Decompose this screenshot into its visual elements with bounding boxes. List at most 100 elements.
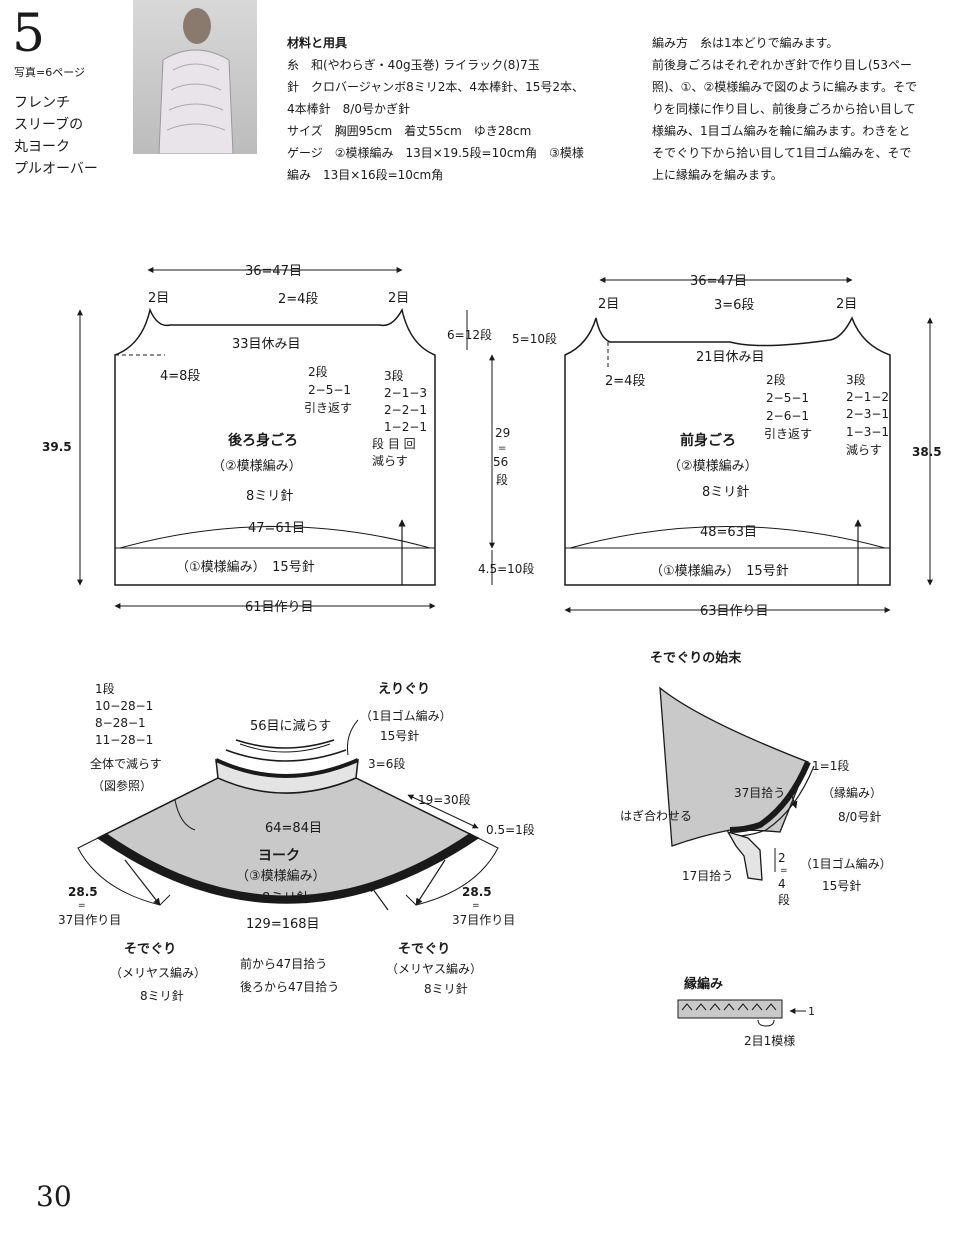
edge-stitch-chart — [677, 999, 806, 1027]
back-body-outline — [114, 307, 436, 586]
front-armhole-height: 5=10段 — [512, 331, 557, 346]
back-armhole-row: 1−2−1 — [384, 420, 427, 434]
front-shoulder-drop: 2=4段 — [605, 374, 645, 389]
right-sleeve-width: = — [472, 901, 480, 911]
armhole-rib-height: 段 — [778, 892, 790, 907]
title-line: スリーブの — [14, 117, 84, 133]
back-armhole-row: 3段 — [384, 368, 404, 383]
left-sleeve-needle: 8ミリ針 — [140, 988, 184, 1003]
back-corner-right: 2目 — [388, 291, 409, 306]
edge-stitch-title: 縁編み — [684, 976, 723, 992]
yoke-decrease-row: 全体で減らす — [90, 756, 162, 771]
pattern-title: フレンチ スリーブの 丸ヨーク プルオーバー — [14, 92, 98, 180]
front-neck-depth: 3=6段 — [714, 298, 754, 313]
yoke-diagram — [77, 719, 499, 911]
yoke-name: ヨーク — [258, 848, 300, 864]
back-cast-on: 61目作り目 — [245, 600, 314, 615]
back-armhole-height: 6=12段 — [447, 327, 492, 342]
right-sleeve-width: 28.5 — [462, 885, 492, 899]
yoke-decrease-row: 11−28−1 — [95, 733, 153, 747]
yoke-height: 19=30段 — [418, 792, 471, 807]
method-line: りを同様に作り目し、前後身ごろから拾い目して — [652, 102, 916, 116]
edge-stitch-row: 1 — [808, 1005, 815, 1018]
front-armhole-row: 1−3−1 — [846, 425, 889, 439]
front-body-diagram — [564, 277, 933, 613]
back-body-width: 47=61目 — [248, 521, 305, 536]
armhole-finish-diagram — [659, 686, 815, 881]
body-height-part: = — [498, 443, 506, 454]
armhole-rib-pattern: （1目ゴム編み） — [800, 856, 892, 871]
yoke-decrease-row: 1段 — [95, 681, 115, 696]
front-body-pattern: （②模様編み） — [668, 458, 758, 474]
front-shoulder-row: 2段 — [766, 372, 786, 387]
front-armhole-row: 3段 — [846, 372, 866, 387]
back-top-width: 36=47目 — [245, 264, 302, 279]
pattern-number: 5 — [12, 4, 46, 64]
yoke-decrease-row: （図参照） — [92, 778, 152, 793]
front-cast-on: 63目作り目 — [700, 604, 769, 619]
yoke-top-count: 64=84目 — [265, 821, 322, 836]
front-body-needle: 8ミリ針 — [702, 485, 749, 500]
armhole-title: そでぐりの始末 — [650, 650, 742, 666]
pick-back: 後ろから47目拾う — [240, 979, 339, 994]
front-corner-right: 2目 — [836, 297, 857, 312]
front-body-name: 前身ごろ — [680, 432, 736, 449]
back-neck-rest: 33目休み目 — [232, 337, 301, 352]
front-corner-left: 2目 — [598, 297, 619, 312]
method-line: 上に縁編みを編みます。 — [652, 168, 783, 182]
armhole-rib-height: 2 — [778, 851, 786, 865]
armhole-rib-height: = — [780, 866, 788, 876]
back-body-needle: 8ミリ針 — [246, 489, 293, 504]
front-shoulder-row: 2−6−1 — [766, 409, 809, 423]
right-sleeve-pattern: （メリヤス編み） — [386, 961, 482, 976]
back-total-height: 39.5 — [42, 440, 72, 454]
title-line: 丸ヨーク — [14, 139, 70, 155]
back-armhole-row: 2−1−3 — [384, 386, 427, 400]
back-corner-left: 2目 — [148, 291, 169, 306]
materials-line: 4本棒針 8/0号かぎ針 — [287, 102, 410, 116]
right-sleeve-title: そでぐり — [398, 942, 450, 957]
armhole-pick-top: 37目拾う — [734, 785, 785, 800]
materials-line: ゲージ ②模様編み 13目×19.5段=10cm角 ③模様 — [287, 146, 584, 160]
materials-block: 材料と用具 糸 和(やわらぎ・40g玉巻) ライラック(8)7玉 針 クロバージ… — [287, 32, 584, 186]
neckband-height: 3=6段 — [368, 756, 405, 771]
yoke-pattern: （③模様編み） — [236, 868, 326, 884]
materials-line: 編み 13目×16段=10cm角 — [287, 168, 444, 182]
front-rib-label: （①模様編み） 15号針 — [650, 563, 789, 579]
neckband-pattern: （1目ゴム編み） — [360, 708, 452, 723]
armhole-edge-needle: 8/0号針 — [838, 809, 881, 824]
body-height-part: 29 — [495, 426, 510, 440]
back-body-diagram — [77, 267, 436, 609]
method-line: 様編み、1目ゴム編みを輪に編みます。わきをと — [652, 124, 911, 138]
right-sleeve-needle: 8ミリ針 — [424, 981, 468, 996]
back-body-name: 後ろ身ごろ — [228, 432, 298, 449]
photo-reference: 写真=6ページ — [14, 66, 85, 79]
method-line: そでぐり下から拾い目して1目ゴム編みを、そで — [652, 146, 912, 160]
front-body-outline — [564, 316, 891, 586]
method-block: 編み方 糸は1本どりで編みます。 前後身ごろはそれぞれかぎ針で作り目し(53ペー… — [652, 32, 917, 186]
left-sleeve-title: そでぐり — [124, 942, 176, 957]
front-top-width: 36=47目 — [690, 274, 747, 289]
armhole-rib-height: 4 — [778, 877, 786, 891]
yoke-edge-rows: 0.5=1段 — [486, 822, 535, 837]
back-shoulder-row: 2−5−1 — [308, 383, 351, 397]
body-height-part: 56 — [493, 455, 508, 469]
left-sleeve-width: = — [78, 901, 86, 911]
front-shoulder-row: 引き返す — [764, 427, 812, 441]
back-armhole-row: 減らす — [372, 453, 408, 468]
pick-front: 前から47目拾う — [240, 956, 327, 971]
yoke-decrease-row: 10−28−1 — [95, 699, 153, 713]
rib-height: 4.5=10段 — [478, 561, 534, 576]
yoke-needle: 8ミリ針 — [262, 891, 309, 906]
left-sleeve-width: 37目作り目 — [58, 913, 121, 927]
right-sleeve-width: 37目作り目 — [452, 913, 515, 927]
back-armhole-row: 2−2−1 — [384, 403, 427, 417]
model-photo — [133, 0, 257, 154]
front-total-height: 38.5 — [912, 445, 942, 459]
page-number: 30 — [36, 1180, 72, 1213]
front-shoulder-row: 2−5−1 — [766, 391, 809, 405]
back-neck-depth: 2=4段 — [278, 292, 318, 307]
front-armhole-row: 減らす — [846, 442, 882, 457]
materials-line: 糸 和(やわらぎ・40g玉巻) ライラック(8)7玉 — [287, 58, 540, 72]
